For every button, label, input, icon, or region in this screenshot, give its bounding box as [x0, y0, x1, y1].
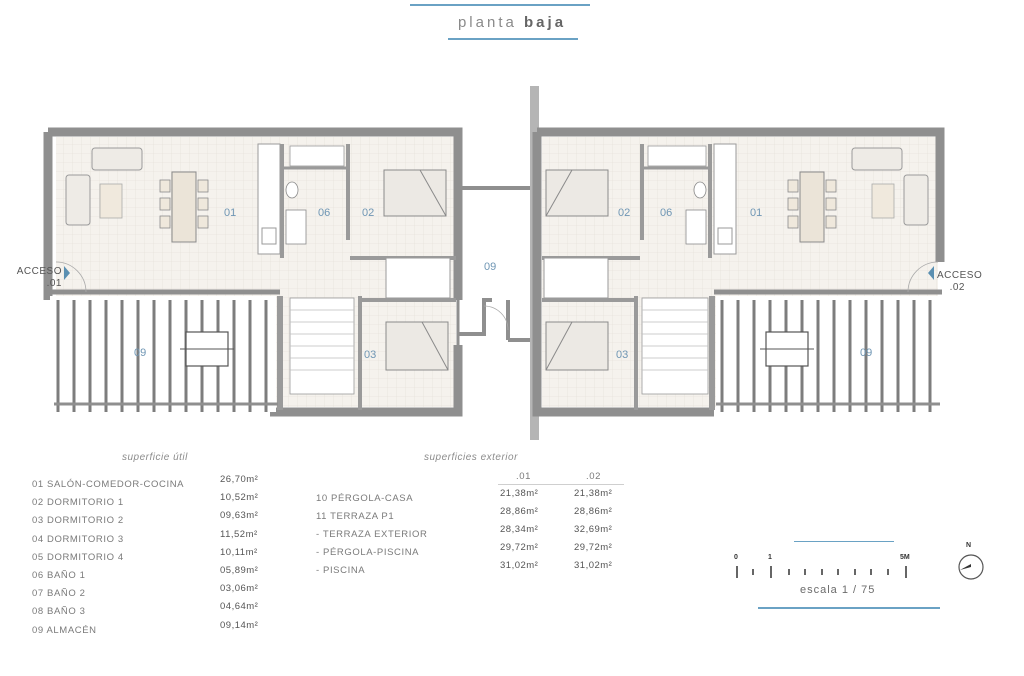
north-arrow-icon — [958, 554, 984, 580]
room-label-01-left: 01 — [224, 207, 236, 219]
scale-bar — [736, 566, 907, 578]
header-rule-bottom — [448, 38, 578, 40]
superficies-exterior-title: superficies exterior — [424, 452, 518, 463]
right-unit: 02 06 01 03 09 — [532, 127, 945, 417]
page-title-bold: baja — [524, 14, 567, 31]
access-arrow-left — [64, 266, 70, 280]
table-header-rule — [498, 484, 624, 485]
access-right: ACCESO .02 — [937, 270, 987, 294]
page-title: planta baja — [0, 14, 1024, 31]
superficie-util-title: superficie útil — [122, 452, 188, 463]
access-left-number: .01 — [46, 278, 62, 289]
access-left: ACCESO .01 — [16, 266, 62, 290]
room-label-09-center: 09 — [484, 261, 496, 273]
room-label-03-right: 03 — [616, 349, 628, 361]
room-label-02-left: 02 — [362, 207, 374, 219]
header-rule-top — [410, 4, 590, 6]
north-label: N — [966, 542, 972, 549]
access-right-label: ACCESO — [937, 270, 983, 281]
scale-tick-5: 5M — [900, 554, 910, 561]
scale-tick-1: 1 — [768, 554, 772, 561]
access-left-label: ACCESO — [16, 266, 62, 277]
scale-rule-bottom — [758, 607, 940, 609]
room-label-02-right: 02 — [618, 207, 630, 219]
access-right-number: .02 — [949, 282, 965, 293]
room-label-03-left: 03 — [364, 349, 376, 361]
room-label-01-right: 01 — [750, 207, 762, 219]
floor-plan: 01 06 02 03 09 09 — [43, 86, 945, 440]
scale-rule-top — [794, 541, 894, 542]
scale-tick-0: 0 — [734, 554, 738, 561]
column-header-02: .02 — [586, 471, 602, 482]
scale-label: escala 1 / 75 — [800, 584, 876, 596]
room-label-06-right: 06 — [660, 207, 672, 219]
room-label-06-left: 06 — [318, 207, 330, 219]
room-label-09-left: 09 — [134, 347, 146, 359]
left-unit: 01 06 02 03 09 — [43, 127, 463, 417]
column-header-01: .01 — [516, 471, 532, 482]
access-arrow-right — [928, 266, 934, 280]
room-label-09-right: 09 — [860, 347, 872, 359]
page-title-prefix: planta — [457, 14, 517, 31]
